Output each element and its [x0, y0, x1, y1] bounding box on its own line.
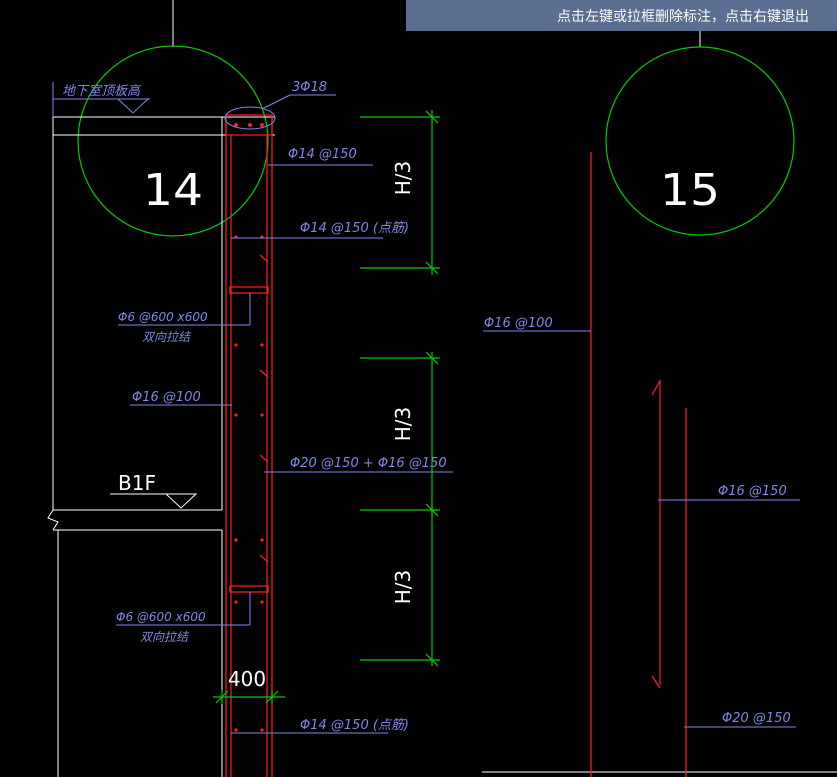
- axis-bubble-15[interactable]: [605, 46, 795, 236]
- label-tie-lower-note: 双向拉结: [140, 630, 190, 644]
- axis-bubble-14[interactable]: [77, 45, 269, 237]
- annotation-tie-upper[interactable]: Φ6 @600 x600 双向拉结: [118, 293, 251, 344]
- annotation-right-mid[interactable]: Φ16 @150: [658, 484, 800, 501]
- label-outer-vertical: Φ14 @150: [288, 147, 357, 162]
- label-right-bottom: Φ20 @150: [722, 711, 791, 726]
- dimension-h3-mid[interactable]: [360, 351, 440, 517]
- annotation-right-wall[interactable]: Φ16 @100: [483, 316, 591, 332]
- label-tie-upper: Φ6 @600 x600: [118, 310, 208, 324]
- right-wall-rebar: [590, 152, 687, 777]
- level-marker-b1f: B1F: [110, 471, 198, 509]
- label-tie-upper-note: 双向拉结: [142, 330, 192, 344]
- label-right-wall: Φ16 @100: [484, 316, 553, 331]
- axis-label-14: 14: [143, 165, 203, 216]
- dimension-wall-thickness[interactable]: [213, 690, 285, 704]
- rebar-dots: [234, 123, 264, 732]
- label-tie-lower: Φ6 @600 x600: [116, 610, 206, 624]
- structure-outline: [47, 116, 837, 777]
- label-right-mid: Φ16 @150: [718, 484, 787, 499]
- annotation-inner-vertical[interactable]: Φ14 @150 (点筋): [231, 221, 409, 239]
- annotation-tie-lower[interactable]: Φ6 @600 x600 双向拉结: [116, 592, 251, 644]
- annotation-top-bars[interactable]: 3Φ18: [224, 80, 336, 130]
- axis-label-15: 15: [660, 165, 720, 216]
- annotation-stirrup-mid[interactable]: Φ20 @150 + Φ16 @150: [264, 456, 453, 473]
- label-stirrup-mid: Φ20 @150 + Φ16 @150: [290, 456, 447, 471]
- annotation-right-bottom[interactable]: Φ20 @150: [684, 711, 796, 728]
- wall-section-rebar: [225, 114, 273, 777]
- dimension-h3-mid-label: H/3: [391, 407, 415, 442]
- level-marker-basement-roof: 地下室顶板高: [52, 82, 150, 117]
- command-hint-text: 点击左键或拉框删除标注，点击右键退出: [557, 8, 809, 25]
- level-label-b1f: B1F: [118, 471, 156, 495]
- annotation-outer-vertical[interactable]: Φ14 @150: [268, 147, 373, 166]
- level-label-basement-roof: 地下室顶板高: [62, 83, 142, 99]
- annotation-bottom-inner[interactable]: Φ14 @150 (点筋): [231, 718, 409, 734]
- annotation-left-wall[interactable]: Φ16 @100: [130, 390, 232, 406]
- dimension-wall-thickness-label: 400: [228, 667, 266, 691]
- label-bottom-inner: Φ14 @150 (点筋): [300, 718, 409, 733]
- label-top-bars: 3Φ18: [292, 80, 327, 95]
- dimension-h3-top-label: H/3: [391, 161, 415, 196]
- dimension-h3-top[interactable]: [360, 110, 440, 275]
- label-left-wall: Φ16 @100: [132, 390, 201, 405]
- command-hint-banner: 点击左键或拉框删除标注，点击右键退出: [406, 0, 837, 31]
- dimension-h3-bottom[interactable]: [360, 504, 440, 667]
- label-inner-vertical: Φ14 @150 (点筋): [300, 221, 409, 236]
- dimension-h3-bottom-label: H/3: [391, 570, 415, 605]
